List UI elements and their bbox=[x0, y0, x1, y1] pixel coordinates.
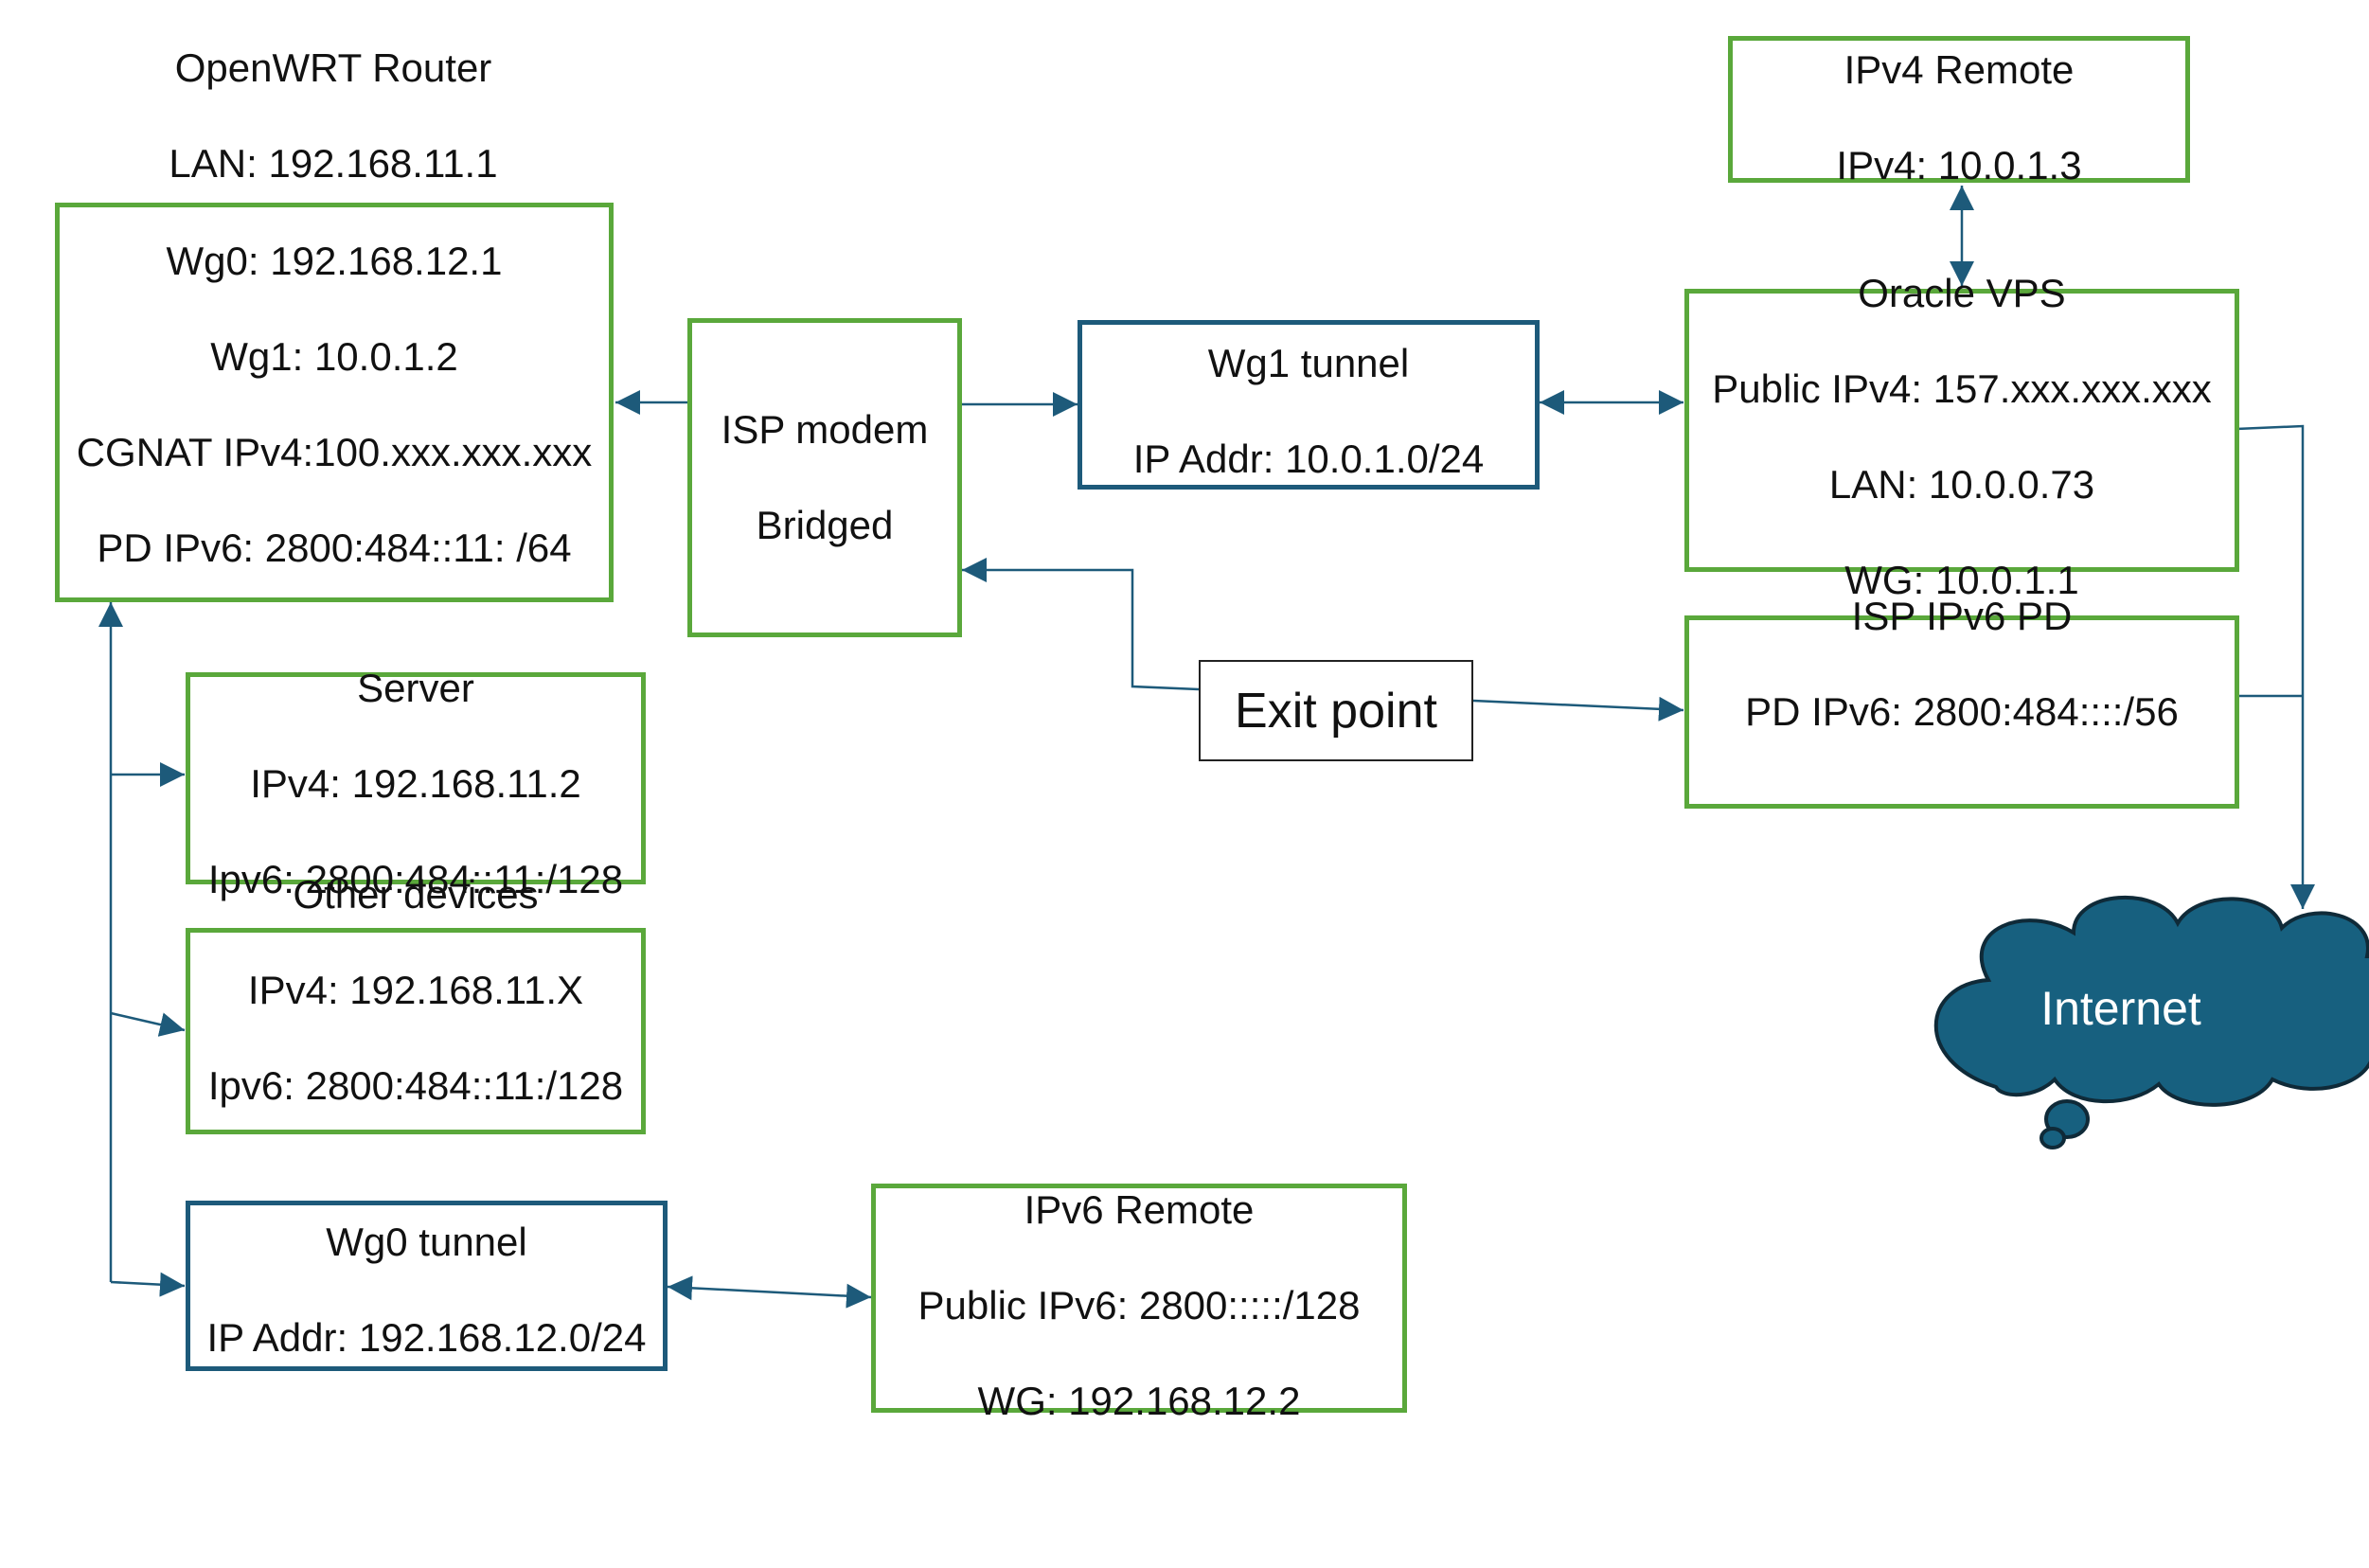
server-box: Server IPv4: 192.168.11.2 Ipv6: 2800:484… bbox=[186, 666, 646, 901]
exit-point-label: Exit point bbox=[1235, 684, 1437, 739]
server-ipv4: IPv4: 192.168.11.2 bbox=[250, 761, 581, 806]
oracle-vps-box: Oracle VPS Public IPv4: 157.xxx.xxx.xxx … bbox=[1684, 271, 2239, 602]
oracle-vps-wg: WG: 10.0.1.1 bbox=[1844, 558, 2079, 602]
router-cgnat: CGNAT IPv4:100.xxx.xxx.xxx bbox=[76, 430, 593, 474]
server-ipv6: Ipv6: 2800:484::11:/128 bbox=[207, 857, 624, 901]
exit-to-modem-arrow bbox=[962, 558, 1200, 691]
exit-point-box: Exit point bbox=[1199, 660, 1473, 761]
other-devices-ipv4: IPv4: 192.168.11.X bbox=[247, 968, 584, 1012]
router-wg1: Wg1: 10.0.1.2 bbox=[210, 334, 458, 379]
isp-modem-name: ISP modem bbox=[721, 407, 929, 452]
router-pd: PD IPv6: 2800:484::11: /64 bbox=[97, 526, 572, 570]
other-devices-ipv6: Ipv6: 2800:484::11:/128 bbox=[207, 1063, 624, 1108]
ipv6-remote-box: IPv6 Remote Public IPv6: 2800:::::/128 W… bbox=[871, 1184, 1407, 1423]
router-box: Wg0: 192.168.12.1 Wg1: 10.0.1.2 CGNAT IP… bbox=[55, 203, 614, 602]
oracle-vps-public: Public IPv4: 157.xxx.xxx.xxx bbox=[1712, 366, 2212, 411]
other-devices-name: Other devices bbox=[293, 872, 539, 917]
wg1-tunnel-addr: IP Addr: 10.0.1.0/24 bbox=[1132, 437, 1485, 481]
ipv4-remote-box: IPv4 Remote IPv4: 10.0.1.3 bbox=[1728, 36, 2190, 187]
wg0-ipv6remote-arrow bbox=[667, 1275, 872, 1309]
internet-cloud-icon bbox=[1933, 895, 2369, 1149]
oracle-vps-lan: LAN: 10.0.0.73 bbox=[1828, 462, 2095, 507]
router-title: OpenWRT Router bbox=[174, 45, 492, 90]
ipv6-remote-public: Public IPv6: 2800:::::/128 bbox=[917, 1283, 1361, 1327]
wg1-tunnel-box: Wg1 tunnel IP Addr: 10.0.1.0/24 bbox=[1078, 320, 1540, 490]
router-lan-label: LAN: 192.168.11.1 bbox=[169, 141, 498, 186]
isp-pd-box: ISP IPv6 PD PD IPv6: 2800:484::::/56 bbox=[1684, 594, 2239, 809]
bus-to-wg0-arrow bbox=[110, 1272, 186, 1297]
other-devices-box: Other devices IPv4: 192.168.11.X Ipv6: 2… bbox=[186, 872, 646, 1134]
router-wg0: Wg0: 192.168.12.1 bbox=[166, 239, 503, 283]
isp-modem-mode: Bridged bbox=[756, 503, 894, 547]
wg0-tunnel-addr: IP Addr: 192.168.12.0/24 bbox=[206, 1315, 647, 1360]
isp-pd-prefix: PD IPv6: 2800:484::::/56 bbox=[1745, 689, 2179, 734]
isp-pd-name: ISP IPv6 PD bbox=[1851, 594, 2073, 638]
exit-to-pd-arrow bbox=[1472, 696, 1684, 722]
ipv4-remote-name: IPv4 Remote bbox=[1844, 47, 2075, 92]
bus-to-other-arrow bbox=[110, 1011, 186, 1037]
server-name: Server bbox=[357, 666, 474, 710]
oracle-vps-name: Oracle VPS bbox=[1858, 271, 2066, 315]
vps-to-internet-line bbox=[2235, 424, 2315, 909]
internet-label: Internet bbox=[2040, 982, 2201, 1035]
ipv6-remote-name: IPv6 Remote bbox=[1024, 1187, 1255, 1232]
wg0-tunnel-name: Wg0 tunnel bbox=[326, 1220, 527, 1264]
ipv4-remote-addr: IPv4: 10.0.1.3 bbox=[1836, 143, 2082, 187]
isp-modem-box: ISP modem Bridged bbox=[687, 318, 962, 637]
wg0-tunnel-box: Wg0 tunnel IP Addr: 192.168.12.0/24 bbox=[186, 1201, 668, 1371]
wg1-tunnel-name: Wg1 tunnel bbox=[1207, 341, 1410, 385]
ipv6-remote-wg: WG: 192.168.12.2 bbox=[977, 1379, 1301, 1423]
